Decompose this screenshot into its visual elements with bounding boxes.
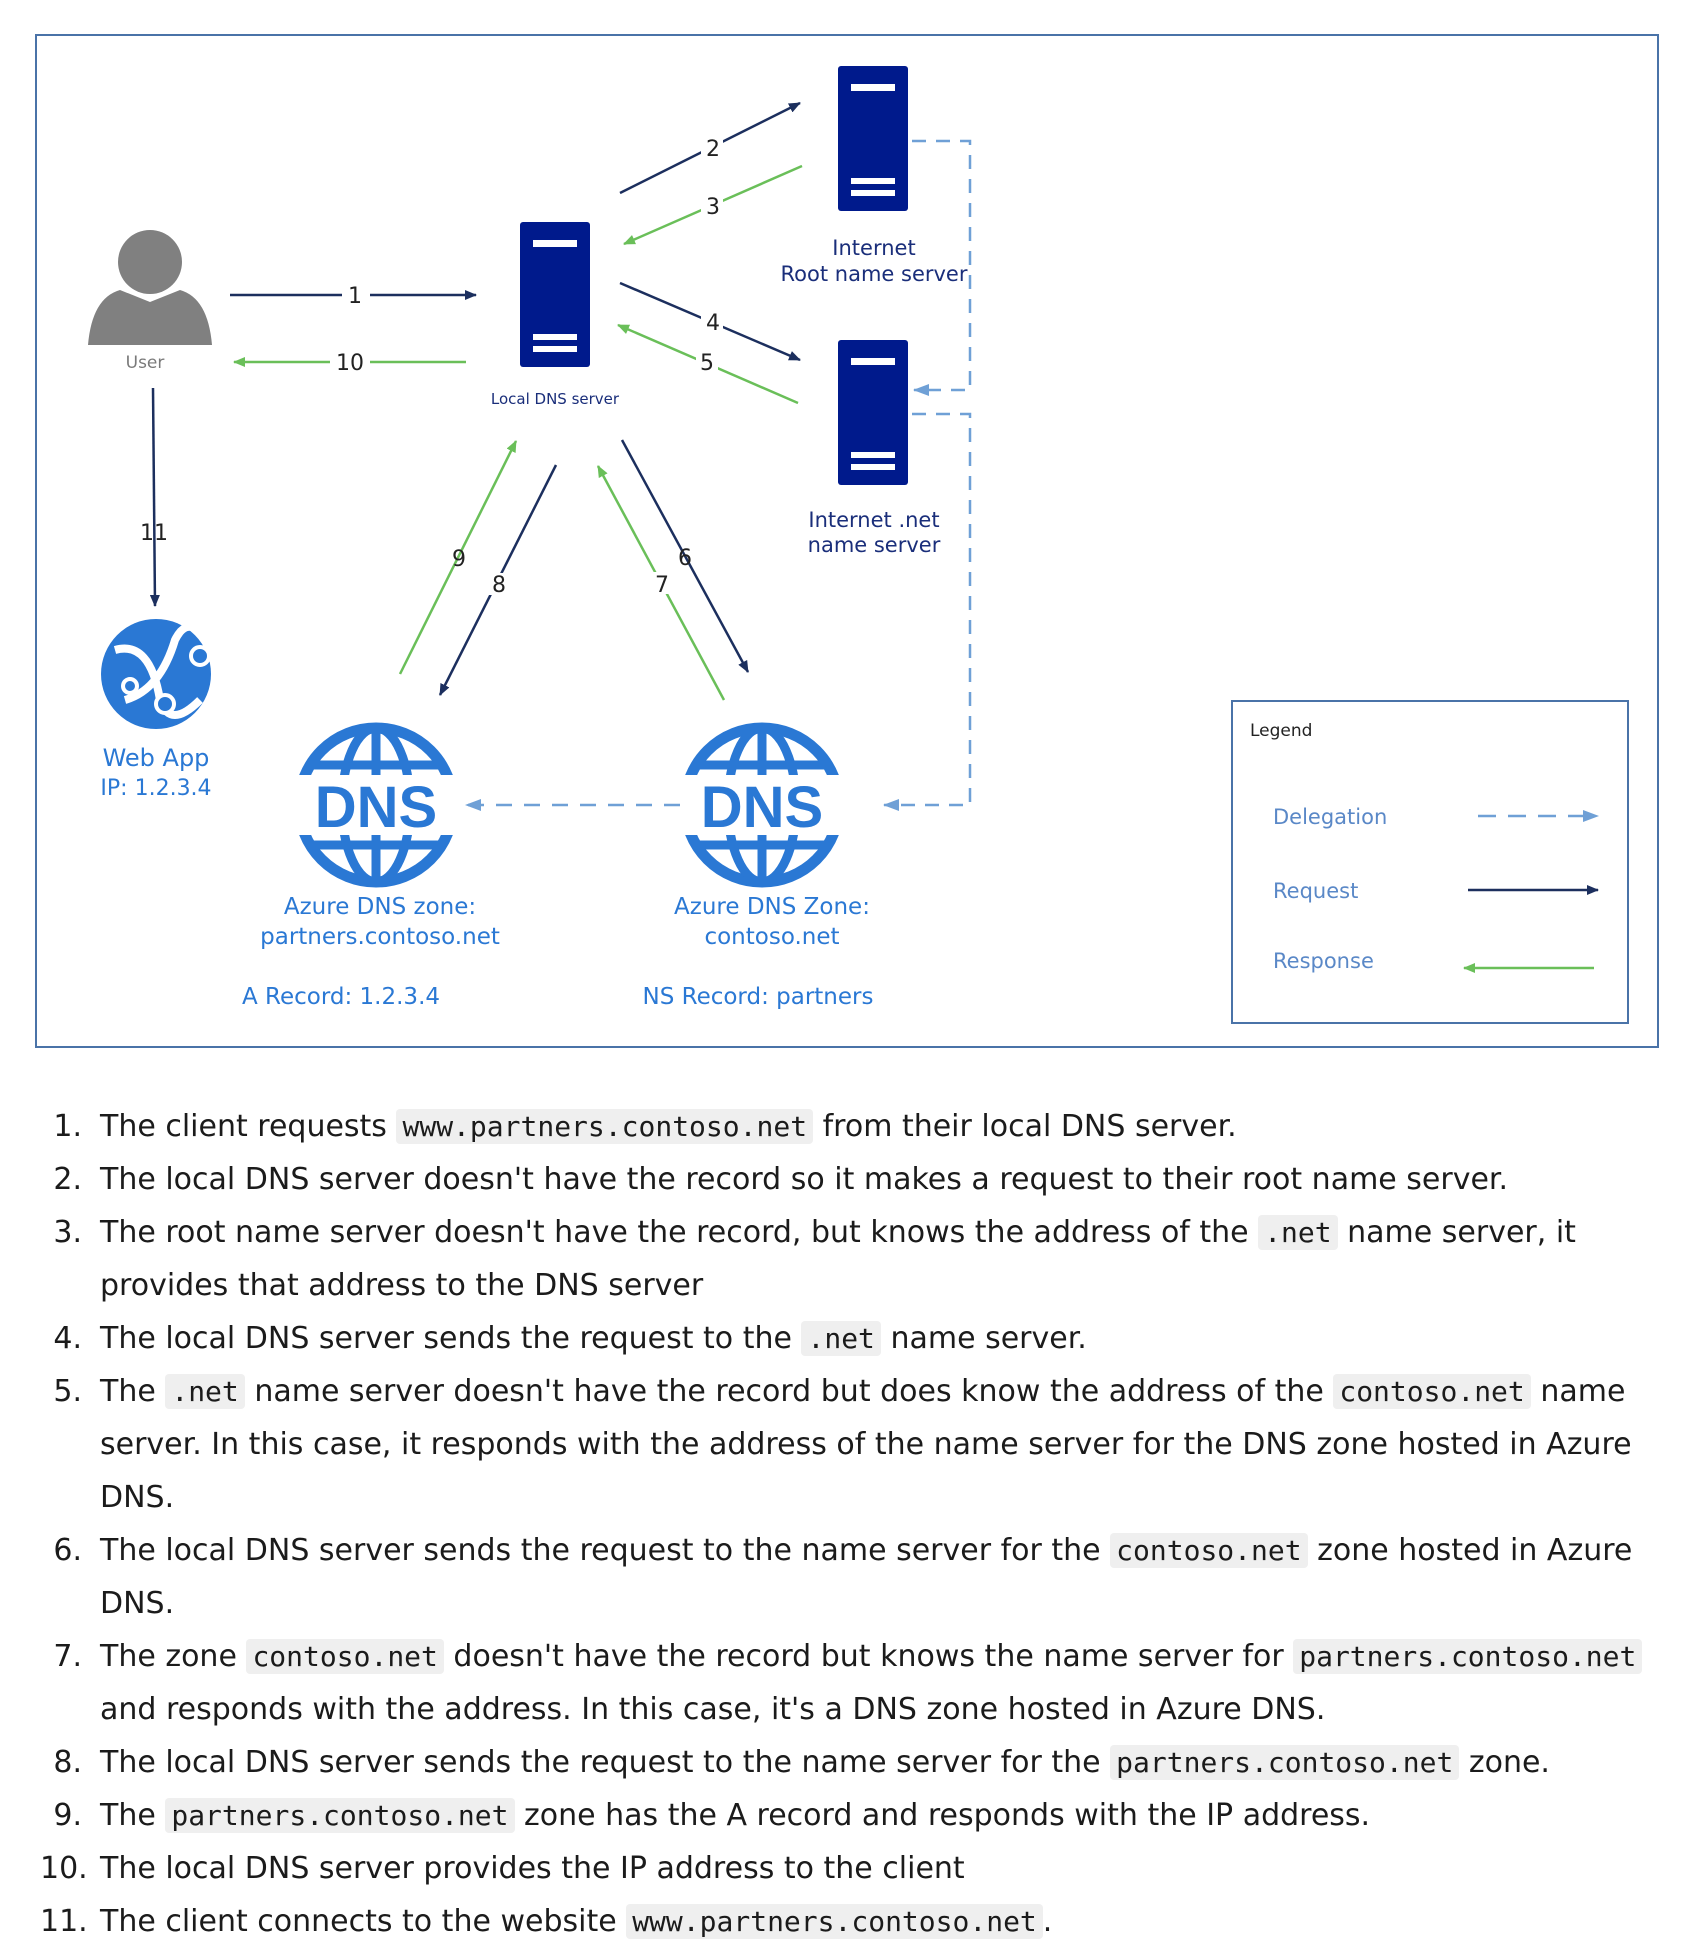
step-item: 9. The partners.contoso.net zone has the … [40,1789,1660,1842]
local-dns-server-label: Local DNS server [491,390,620,408]
step-number: 6. [53,1533,82,1568]
step-text: name server doesn't have the record but … [244,1374,1334,1409]
step-number: 11. [40,1904,88,1939]
net-server-label-line1: Internet .net [808,508,939,532]
step-number: 1. [53,1109,82,1144]
delegation-net-to-contoso [883,412,972,811]
contoso-zone-label-line2: contoso.net [704,924,839,950]
step-text: and responds with the address. In this c… [100,1692,1326,1727]
step-text: from their local DNS server. [813,1109,1237,1144]
legend-title: Legend [1250,721,1312,741]
contoso-ns-record: NS Record: partners [643,984,874,1010]
step-number: 10. [40,1851,88,1886]
step-label-4: 4 [706,311,720,336]
step-number: 9. [53,1798,82,1833]
step-text: The zone [100,1639,247,1674]
web-app-globe-icon [101,619,211,729]
user-label: User [126,353,165,373]
step-text: The [100,1374,166,1409]
root-name-server-icon [838,66,908,211]
dns-resolution-diagram: User Local DNS server Internet Root name… [35,34,1659,1048]
step-text: . [1042,1904,1053,1939]
local-dns-server-icon [520,222,590,367]
step-text: The local DNS server sends the request t… [100,1321,802,1356]
step-text: zone. [1459,1745,1550,1780]
step-number: 3. [53,1215,82,1250]
step-item: 7. The zone contoso.net doesn't have the … [40,1630,1660,1736]
step-item: 3. The root name server doesn't have the … [40,1206,1660,1312]
inline-code: www.partners.contoso.net [626,1904,1043,1939]
net-name-server-icon [838,340,908,485]
step-text: name server. In this case, it responds w… [100,1374,1632,1515]
step-item: 5. The .net name server doesn't have the … [40,1365,1660,1524]
step-list: 1. The client requests www.partners.conto… [40,1100,1660,1948]
partners-zone-label-line2: partners.contoso.net [260,924,500,950]
step-text: The client connects to the website [100,1904,627,1939]
inline-code: partners.contoso.net [1293,1639,1643,1674]
step-item: 4. The local DNS server sends the request… [40,1312,1660,1365]
contoso-zone-label-line1: Azure DNS Zone: [674,894,870,920]
step-label-11: 11 [140,521,168,546]
step-label-3: 3 [706,195,720,220]
step-label-2: 2 [706,137,720,162]
web-app-label-line2: IP: 1.2.3.4 [100,776,211,801]
step-text: The client requests [100,1109,397,1144]
arrow-step-11 [149,387,160,607]
inline-code: .net [165,1374,245,1409]
inline-code: contoso.net [1110,1533,1308,1568]
step-label-8: 8 [492,573,506,598]
step-text: The [100,1798,166,1833]
step-number: 8. [53,1745,82,1780]
root-server-label-line2: Root name server [781,262,968,286]
step-item: 6. The local DNS server sends the request… [40,1524,1660,1630]
partners-dns-glyph: DNS [315,775,437,840]
step-number: 4. [53,1321,82,1356]
inline-code: contoso.net [246,1639,444,1674]
step-text: doesn't have the record but knows the na… [443,1639,1294,1674]
legend-request-label: Request [1273,879,1358,903]
step-item: 2. The local DNS server doesn't have the … [40,1153,1660,1206]
step-label-5: 5 [700,351,714,376]
root-server-label-line1: Internet [832,236,915,260]
step-number: 2. [53,1162,82,1197]
legend: Legend Delegation Request Response [1231,700,1629,1024]
partners-a-record: A Record: 1.2.3.4 [242,984,440,1010]
step-label-10: 10 [336,351,364,376]
step-text: The local DNS server sends the request t… [100,1533,1111,1568]
step-text: zone has the A record and responds with … [514,1798,1371,1833]
net-server-label-line2: name server [808,533,941,557]
step-text: zone hosted in Azure DNS. [100,1533,1633,1621]
step-label-1: 1 [348,284,362,309]
step-text: The local DNS server provides the IP add… [100,1851,965,1886]
arrow-step-6 [620,439,750,673]
inline-code: www.partners.contoso.net [396,1109,814,1144]
legend-delegation-label: Delegation [1273,805,1387,829]
delegation-root-to-net [912,139,972,396]
web-app-label-line1: Web App [103,744,210,772]
step-label-6: 6 [678,546,692,571]
partners-zone-label-line1: Azure DNS zone: [284,894,476,920]
user-icon [88,230,212,345]
step-item: 8. The local DNS server sends the request… [40,1736,1660,1789]
step-text: The local DNS server sends the request t… [100,1745,1111,1780]
step-item: 10. The local DNS server provides the IP … [40,1842,1660,1895]
step-item: 11. The client connects to the website ww… [40,1895,1660,1948]
contoso-dns-glyph: DNS [701,775,823,840]
inline-code: .net [1258,1215,1338,1250]
inline-code: partners.contoso.net [165,1798,515,1833]
step-label-9: 9 [452,547,466,572]
inline-code: contoso.net [1333,1374,1531,1409]
step-text: The root name server doesn't have the re… [100,1215,1259,1250]
legend-response-label: Response [1273,949,1374,973]
step-text: The local DNS server doesn't have the re… [100,1162,1509,1197]
step-label-7: 7 [655,573,669,598]
inline-code: .net [801,1321,881,1356]
step-text: name server, it provides that address to… [100,1215,1576,1303]
step-item: 1. The client requests www.partners.conto… [40,1100,1660,1153]
inline-code: partners.contoso.net [1110,1745,1460,1780]
step-number: 5. [53,1374,82,1409]
arrow-step-9 [398,440,518,675]
step-text: name server. [880,1321,1087,1356]
step-number: 7. [53,1639,82,1674]
